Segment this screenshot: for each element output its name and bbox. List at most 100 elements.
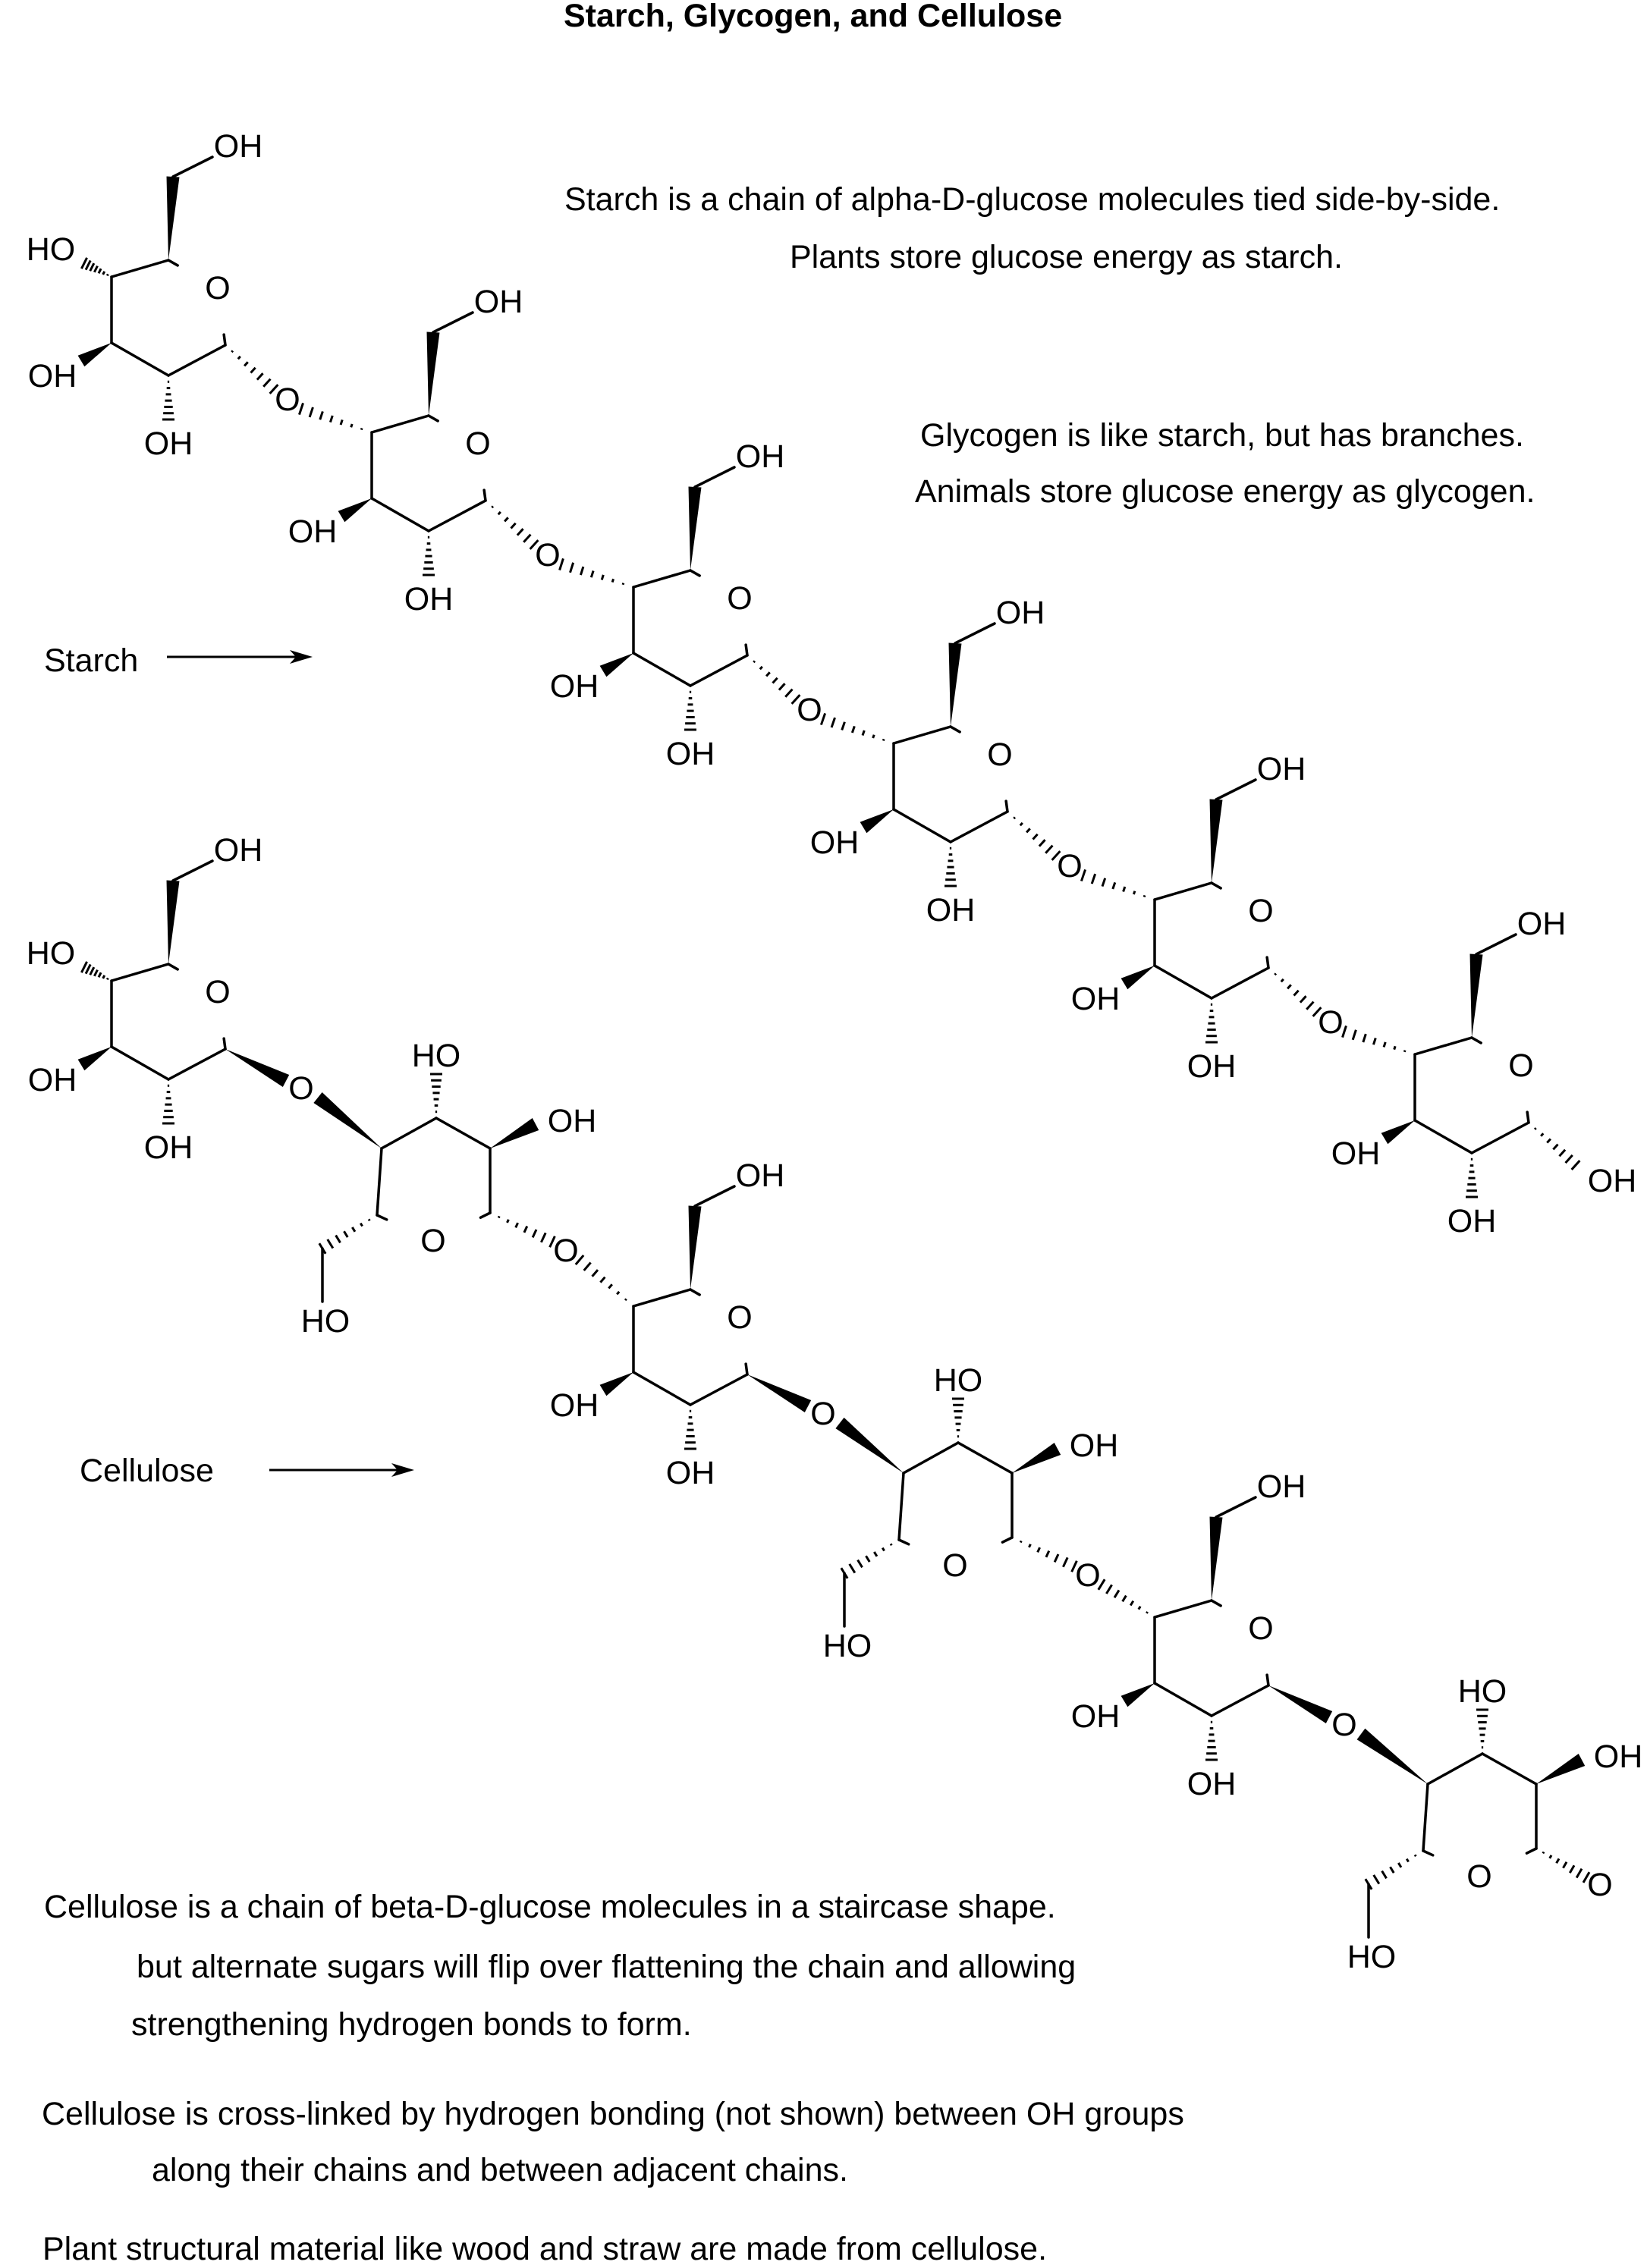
hashed-bond — [231, 350, 279, 394]
bond — [689, 569, 701, 577]
bond — [1470, 1121, 1530, 1154]
hash-stroke — [881, 1547, 885, 1552]
wedge-bond — [1356, 1728, 1428, 1784]
hydroxyl-label: HO — [934, 1362, 983, 1399]
hash-stroke — [1393, 1045, 1397, 1051]
ring-oxygen: O — [727, 1299, 752, 1336]
ring-oxygen: O — [1248, 1610, 1273, 1647]
bond — [1210, 1599, 1222, 1607]
hashed-bond — [1013, 816, 1061, 861]
wedge-bond — [426, 331, 440, 416]
crosslink-note-line-1: Cellulose is cross-linked by hydrogen bo… — [42, 2096, 1184, 2132]
bond — [167, 344, 227, 377]
bond — [1426, 1752, 1484, 1786]
hash-stroke — [1293, 989, 1300, 997]
hashed-bond — [491, 505, 539, 550]
hash-stroke — [841, 721, 846, 731]
bond — [693, 466, 736, 488]
hydroxyl-label: OH — [144, 1129, 193, 1166]
hash-stroke — [1013, 816, 1017, 820]
glycosidic-oxygen: O — [797, 692, 822, 728]
bond — [376, 1147, 383, 1217]
bond — [479, 1211, 492, 1219]
bond — [110, 963, 170, 982]
cellulose-note-line-1: Cellulose is a chain of beta-D-glucose m… — [44, 1889, 1056, 1925]
bond — [376, 1214, 388, 1221]
hash-stroke — [497, 510, 501, 516]
hash-stroke — [269, 384, 279, 394]
wedge-bond — [1209, 1516, 1223, 1600]
hydroxyl-label: OH — [1517, 906, 1567, 942]
hash-stroke — [350, 423, 354, 428]
hydroxyl-label: OH — [28, 1062, 77, 1098]
hash-stroke — [256, 372, 264, 381]
hash-stroke — [830, 717, 836, 728]
hash-stroke — [1403, 1050, 1407, 1053]
starch-note-line-2: Plants store glucose energy as starch. — [790, 239, 1343, 275]
bond — [892, 725, 952, 745]
hash-stroke — [1019, 1540, 1023, 1544]
hash-stroke — [1341, 1025, 1347, 1038]
ring-oxygen: O — [205, 974, 230, 1010]
hash-stroke — [558, 558, 564, 571]
hash-stroke — [1080, 869, 1086, 882]
hashed-bond — [753, 660, 801, 705]
hash-stroke — [753, 660, 756, 664]
hash-stroke — [339, 419, 344, 426]
wedge-bond — [338, 498, 372, 523]
hash-stroke — [600, 574, 605, 580]
hashed-bond — [162, 380, 174, 421]
hashed-bond — [430, 1073, 442, 1114]
wedge-bond-layer — [77, 176, 1586, 1784]
hash-stroke — [621, 583, 625, 586]
wedge-bond — [490, 1118, 539, 1148]
hash-stroke — [1045, 1550, 1051, 1558]
glycosidic-oxygen: O — [1057, 848, 1082, 884]
bond — [1215, 1496, 1257, 1519]
bond — [167, 963, 179, 971]
wedge-bond — [225, 1049, 290, 1087]
hash-stroke — [1575, 1867, 1583, 1879]
hash-stroke — [1051, 850, 1061, 861]
hash-stroke — [360, 428, 363, 431]
bond — [1001, 1536, 1014, 1544]
hash-stroke — [1351, 1029, 1357, 1041]
bond — [632, 1371, 692, 1406]
hash-stroke — [882, 738, 885, 741]
bond — [110, 341, 170, 377]
hash-stroke — [1105, 1584, 1113, 1594]
bond — [689, 1373, 749, 1406]
bond — [744, 643, 749, 657]
hash-stroke — [319, 410, 324, 420]
hash-stroke — [1372, 1038, 1377, 1045]
hashed-bond — [952, 1397, 964, 1438]
hash-stroke — [510, 522, 517, 529]
hash-stroke — [1113, 1589, 1121, 1598]
hash-stroke — [523, 533, 532, 543]
hashed-bond — [1205, 1720, 1218, 1761]
hash-stroke — [89, 966, 96, 975]
ring-oxygen: O — [1466, 1858, 1491, 1895]
hydroxyl-label: HO — [823, 1628, 872, 1664]
bond — [957, 1441, 1014, 1475]
wedge-bond — [688, 486, 702, 570]
atom-label-layer: OOHOHOHHOOOOHOHOHOOOHOHOHOOOHOHOHOOOHOHO… — [27, 128, 1643, 1975]
hash-stroke — [1274, 972, 1278, 976]
hydroxyl-label: HO — [412, 1038, 461, 1074]
hashed-bond — [574, 1254, 627, 1302]
hash-stroke — [1548, 1855, 1553, 1859]
hash-stroke — [574, 1254, 585, 1266]
ring-oxygen: O — [942, 1547, 967, 1584]
bond — [693, 1185, 736, 1208]
hash-stroke — [102, 975, 106, 979]
bond — [427, 499, 487, 532]
hashed-bond — [840, 1543, 893, 1579]
hash-stroke — [1568, 1864, 1576, 1874]
hash-stroke — [262, 378, 272, 388]
ring-oxygen: O — [1508, 1048, 1533, 1084]
hashed-bond — [80, 257, 109, 277]
hash-stroke — [1533, 1127, 1537, 1130]
hash-stroke — [1097, 1578, 1106, 1591]
hydroxyl-label: OH — [144, 426, 193, 462]
